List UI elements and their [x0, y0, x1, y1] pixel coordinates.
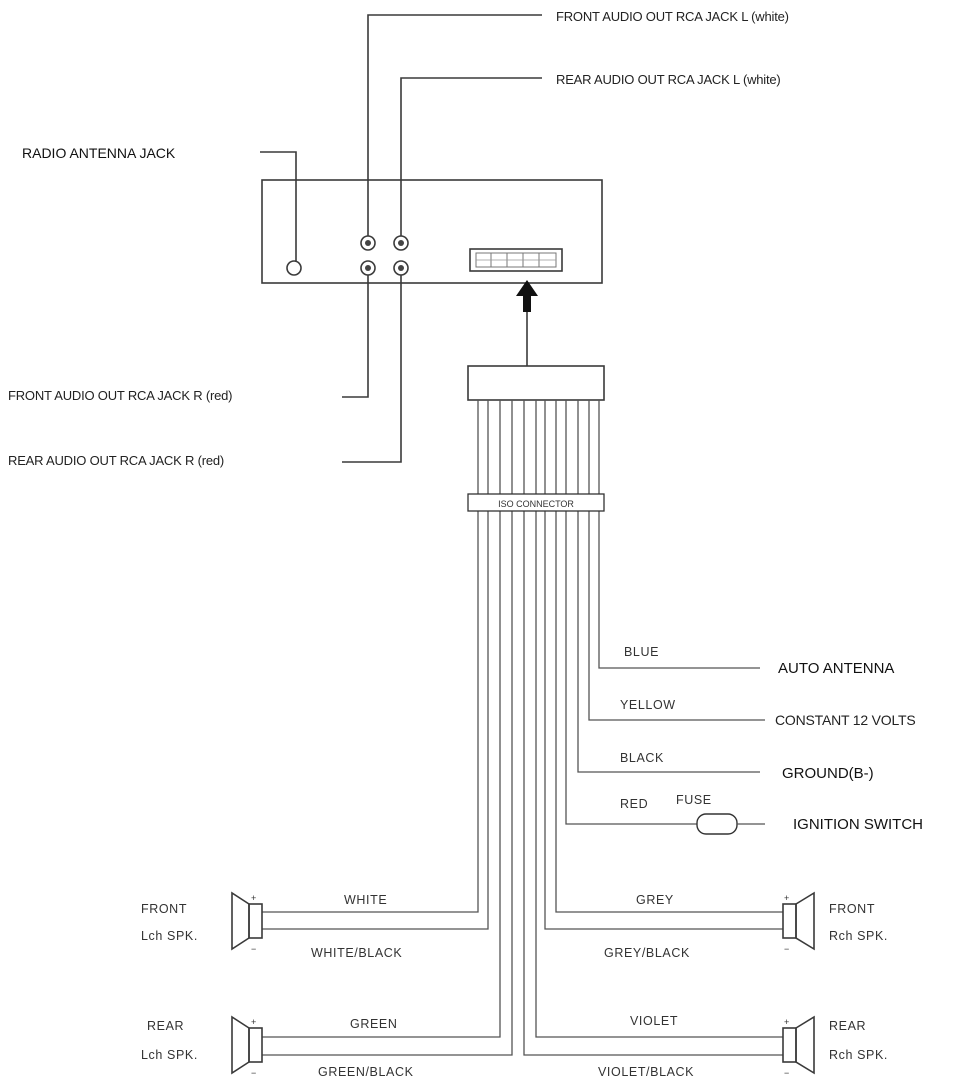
rear-left-speaker-label-2: Lch SPK. [141, 1048, 198, 1062]
rear-r-leader [342, 275, 402, 463]
white-black-wire-label: WHITE/BLACK [311, 946, 402, 960]
green-black-wire-label: GREEN/BLACK [318, 1065, 414, 1079]
ignition-switch-label: IGNITION SWITCH [793, 816, 923, 833]
wire-blue [598, 400, 760, 669]
front-left-speaker-label-1: FRONT [141, 902, 187, 916]
radio-antenna-jack-label: RADIO ANTENNA JACK [22, 145, 176, 161]
svg-text:+: + [251, 893, 256, 903]
wire-green-black [262, 400, 513, 1056]
ground-label: GROUND(B-) [782, 765, 874, 782]
wire-white [262, 400, 479, 913]
rca-jacks [360, 235, 409, 276]
svg-text:−: − [784, 944, 789, 954]
green-wire-label: GREEN [350, 1017, 397, 1031]
constant-12v-label: CONSTANT 12 VOLTS [775, 712, 916, 728]
iso-connector-label: ISO CONNECTOR [498, 499, 574, 509]
fuse [696, 813, 738, 835]
rear-right-speaker-label-1: REAR [829, 1019, 866, 1033]
wire-violet-black [523, 400, 783, 1056]
iso-socket [469, 248, 563, 272]
front-audio-out-l-label: FRONT AUDIO OUT RCA JACK L (white) [556, 9, 789, 24]
rear-l-leader [400, 77, 542, 236]
front-l-leader [367, 14, 542, 236]
front-audio-out-r-label: FRONT AUDIO OUT RCA JACK R (red) [8, 388, 232, 403]
yellow-wire-label: YELLOW [620, 698, 676, 712]
wire-grey [555, 400, 783, 913]
svg-text:−: − [251, 944, 256, 954]
front-left-speaker: + − [231, 891, 263, 954]
svg-text:−: − [251, 1068, 256, 1078]
svg-text:+: + [251, 1017, 256, 1027]
front-r-leader [342, 275, 369, 398]
plug-in-arrow [516, 280, 538, 312]
auto-antenna-label: AUTO ANTENNA [778, 660, 894, 677]
front-right-speaker: + − [782, 891, 815, 954]
white-wire-label: WHITE [344, 893, 387, 907]
red-wire-label: RED [620, 797, 648, 811]
wire-grey-black [544, 400, 783, 930]
rear-left-speaker: + − [231, 1015, 263, 1078]
wire-bundle [262, 400, 783, 1056]
grey-black-wire-label: GREY/BLACK [604, 946, 690, 960]
svg-text:−: − [784, 1068, 789, 1078]
rear-audio-out-l-label: REAR AUDIO OUT RCA JACK L (white) [556, 72, 781, 87]
rear-audio-out-r-label: REAR AUDIO OUT RCA JACK R (red) [8, 453, 224, 468]
rear-right-speaker-label-2: Rch SPK. [829, 1048, 888, 1062]
fuse-label: FUSE [676, 793, 712, 807]
svg-text:+: + [784, 1017, 789, 1027]
violet-wire-label: VIOLET [630, 1014, 678, 1028]
front-left-speaker-label-2: Lch SPK. [141, 929, 198, 943]
iso-plug [467, 365, 605, 401]
violet-black-wire-label: VIOLET/BLACK [598, 1065, 694, 1079]
wire-black [577, 400, 760, 773]
wire-white-black [262, 400, 489, 930]
front-right-speaker-label-2: Rch SPK. [829, 929, 888, 943]
wire-red [565, 400, 697, 825]
wire-violet [535, 400, 783, 1038]
wire-yellow [588, 400, 765, 721]
svg-text:+: + [784, 893, 789, 903]
antenna-leader [260, 151, 297, 262]
front-right-speaker-label-1: FRONT [829, 902, 875, 916]
radio-antenna-socket [286, 260, 302, 276]
black-wire-label: BLACK [620, 751, 664, 765]
rear-right-speaker: + − [782, 1015, 815, 1078]
head-unit [261, 179, 603, 284]
grey-wire-label: GREY [636, 893, 674, 907]
blue-wire-label: BLUE [624, 645, 659, 659]
rear-left-speaker-label-1: REAR [147, 1019, 184, 1033]
iso-connector-band [467, 493, 605, 512]
wire-green [262, 400, 501, 1038]
